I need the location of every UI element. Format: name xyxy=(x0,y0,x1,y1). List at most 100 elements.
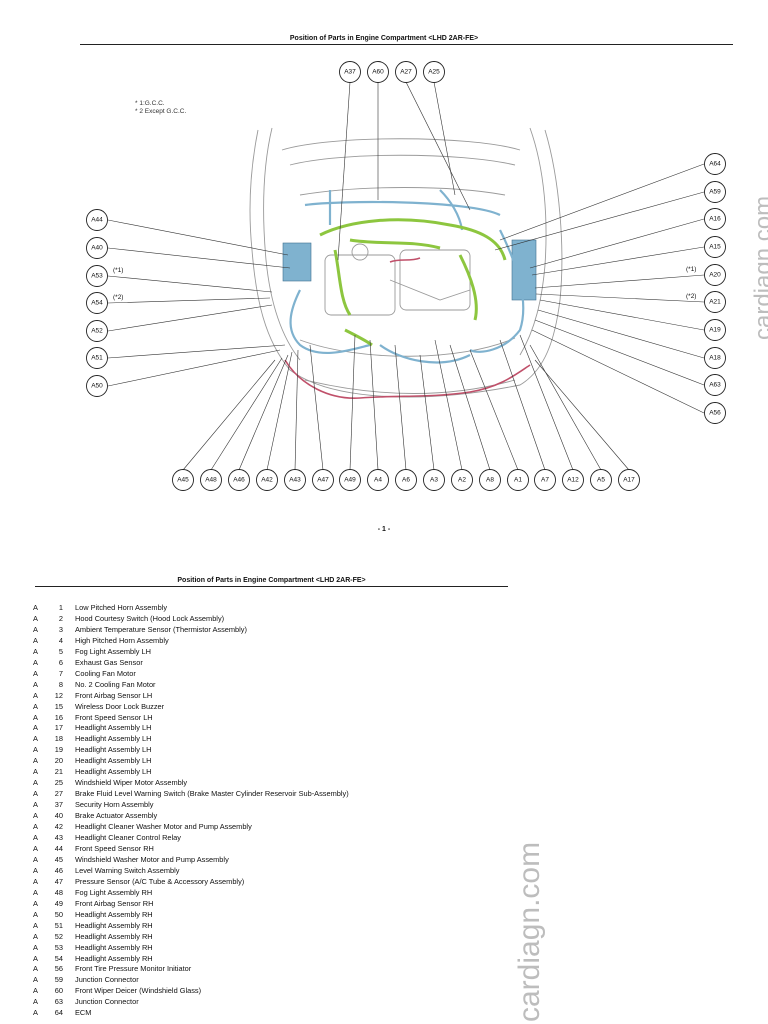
part-name: Headlight Assembly LH xyxy=(75,767,152,777)
part-name: Brake Fluid Level Warning Switch (Brake … xyxy=(75,789,349,799)
part-number: 46 xyxy=(54,865,63,875)
callout-a63: A63 xyxy=(704,374,726,396)
callout-circle xyxy=(367,61,389,83)
part-letter: A xyxy=(33,964,38,974)
wire-harness-green xyxy=(319,218,507,347)
callout-circle xyxy=(534,469,556,491)
part-letter: A xyxy=(33,701,38,711)
leader-line xyxy=(499,339,546,471)
callout-circle xyxy=(172,469,194,491)
part-number: 50 xyxy=(54,909,63,919)
part-letter: A xyxy=(33,811,38,821)
callout-circle xyxy=(423,469,445,491)
leader-line xyxy=(337,81,351,261)
leader-line xyxy=(531,246,705,276)
part-number: 15 xyxy=(54,701,63,711)
leader-line xyxy=(534,319,705,386)
callout-circle xyxy=(86,347,108,369)
part-letter: A xyxy=(33,997,38,1007)
callout-a46: A46 xyxy=(228,469,250,491)
leader-line xyxy=(182,359,276,471)
part-letter: A xyxy=(33,745,38,755)
part-name: No. 2 Cooling Fan Motor xyxy=(75,679,156,689)
wire-red xyxy=(284,257,531,399)
leader-line xyxy=(107,349,281,387)
callout-a54: A54 xyxy=(86,292,108,314)
wire-harness-blue xyxy=(289,189,525,364)
part-number: 18 xyxy=(54,734,63,744)
leader-line xyxy=(535,293,705,303)
callout-label: A21 xyxy=(709,299,721,306)
callout-label: A52 xyxy=(91,328,103,335)
callout-a51: A51 xyxy=(86,347,108,369)
leader-line xyxy=(499,163,705,241)
part-name: Fog Light Assembly RH xyxy=(75,887,153,897)
callout-label: A17 xyxy=(623,477,635,484)
callout-a52: A52 xyxy=(86,320,108,342)
parts-title-rule xyxy=(35,586,508,587)
watermark: cardiagn.com xyxy=(513,841,546,1022)
callout-circle xyxy=(507,469,529,491)
part-letter: A xyxy=(33,854,38,864)
part-name: Low Pitched Horn Assembly xyxy=(75,603,168,612)
callout-circle xyxy=(256,469,278,491)
callout-circle xyxy=(704,264,726,286)
part-letter: A xyxy=(33,767,38,777)
part-name: ECM xyxy=(75,1008,92,1018)
part-letter: A xyxy=(33,603,38,612)
part-name: Headlight Assembly LH xyxy=(75,756,152,766)
callout-qualifier: (*1) xyxy=(686,266,696,273)
callout-a53: A53 xyxy=(86,265,108,287)
callout-circle xyxy=(228,469,250,491)
part-letter: A xyxy=(33,778,38,788)
callout-a60: A60 xyxy=(367,61,389,83)
callout-a19: A19 xyxy=(704,319,726,341)
callout-a15: A15 xyxy=(704,236,726,258)
part-number: 40 xyxy=(54,811,63,821)
callout-a16: A16 xyxy=(704,208,726,230)
callout-label: A37 xyxy=(344,69,356,76)
part-letter: A xyxy=(33,789,38,799)
part-number: 59 xyxy=(54,975,63,985)
part-letter: A xyxy=(33,909,38,919)
callout-a64: A64 xyxy=(704,153,726,175)
part-letter: A xyxy=(33,613,38,623)
part-name: Windshield Washer Motor and Pump Assembl… xyxy=(75,854,229,864)
callout-label: A27 xyxy=(400,69,412,76)
parts-list-title: Position of Parts in Engine Compartment … xyxy=(177,577,366,584)
leader-line xyxy=(107,247,291,269)
callout-a8: A8 xyxy=(479,469,501,491)
callout-label: A4 xyxy=(374,477,382,484)
leader-line xyxy=(369,339,379,471)
part-name: Headlight Assembly LH xyxy=(75,734,152,744)
callout-circle xyxy=(312,469,334,491)
part-name: Headlight Assembly LH xyxy=(75,723,152,733)
part-number: 54 xyxy=(54,953,63,963)
part-number: 53 xyxy=(54,942,63,952)
leader-line xyxy=(519,334,574,471)
leader-line xyxy=(434,339,463,471)
part-name: Front Wiper Deicer (Windshield Glass) xyxy=(75,986,202,996)
leader-line xyxy=(309,344,324,471)
part-letter: A xyxy=(33,712,38,722)
callout-label: A3 xyxy=(430,477,438,484)
callout-label: A60 xyxy=(372,69,384,76)
part-number: 8 xyxy=(58,679,63,689)
title-rule xyxy=(80,44,733,45)
leader-line xyxy=(419,354,435,471)
callout-a50: A50 xyxy=(86,375,108,397)
